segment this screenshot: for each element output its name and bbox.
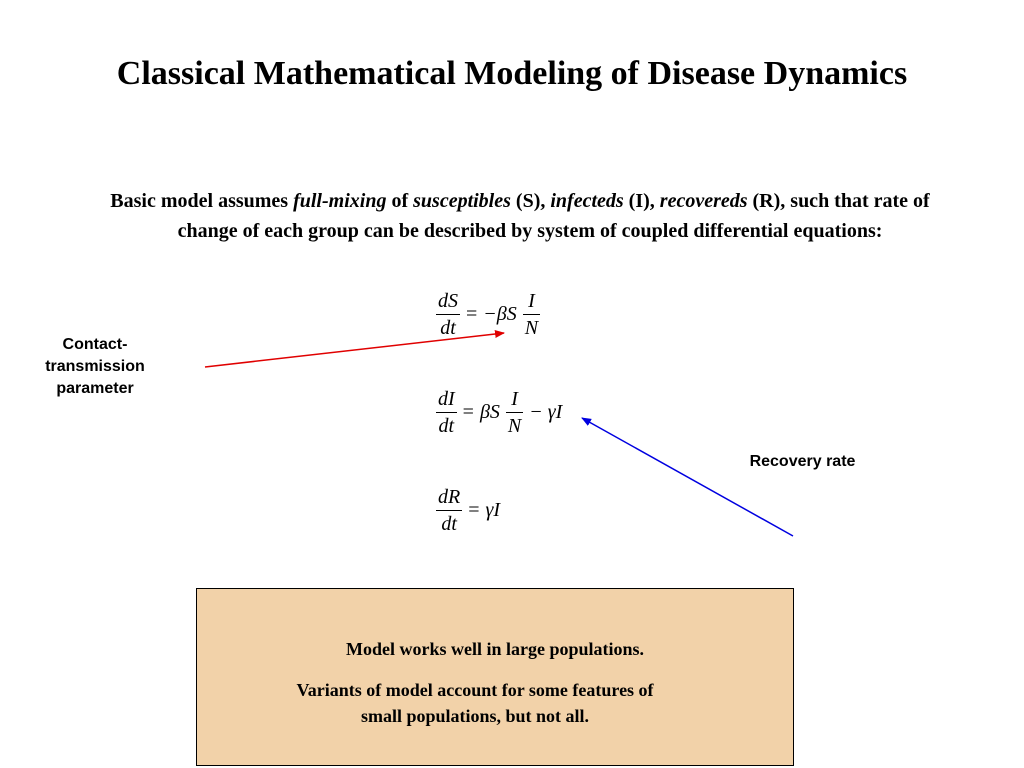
intro-paragraph: Basic model assumes full-mixing of susce… xyxy=(80,186,960,246)
summary-box: Model works well in large populations. V… xyxy=(196,588,794,766)
fraction-bar xyxy=(522,314,541,315)
fraction-bar xyxy=(436,412,457,413)
equation-susceptible: dS dt = −βS I N xyxy=(436,288,541,341)
fraction-numerator: dR xyxy=(438,486,461,508)
intro-text-5: (R), such that rate of change of each gr… xyxy=(177,190,930,242)
recovery-arrow xyxy=(581,417,794,537)
rhs-term: βS xyxy=(479,401,500,423)
fraction-denominator: dt xyxy=(438,415,455,437)
fraction-denominator: N xyxy=(507,415,522,437)
summary-line-2: Variants of model account for some featu… xyxy=(296,680,654,726)
intro-text-4: (I), xyxy=(623,190,660,212)
equals-sign: = xyxy=(462,401,474,423)
equals-sign: = xyxy=(468,499,480,521)
fraction-bar xyxy=(436,314,460,315)
i-over-n-fraction: I N xyxy=(522,288,541,341)
i-over-n-fraction: I N xyxy=(505,386,524,439)
fraction-denominator: dt xyxy=(441,513,457,535)
equals-sign: = xyxy=(466,303,478,325)
di-dt-fraction: dI dt xyxy=(436,386,457,439)
dr-dt-fraction: dR dt xyxy=(436,484,463,537)
intro-text-2: of xyxy=(386,190,414,212)
fraction-numerator: dS xyxy=(438,290,458,312)
term-recovereds: recovereds xyxy=(659,190,748,212)
term-full-mixing: full-mixing xyxy=(293,190,387,212)
fraction-numerator: dI xyxy=(438,388,455,410)
recovery-term: − γI xyxy=(529,401,563,423)
recovery-rate-label: Recovery rate xyxy=(749,453,856,470)
contact-arrow xyxy=(204,330,505,368)
term-infecteds: infecteds xyxy=(550,190,624,212)
intro-text-3: (S), xyxy=(510,190,551,212)
fraction-numerator: I xyxy=(511,388,518,410)
rhs-term: −βS xyxy=(483,303,517,325)
intro-text-1: Basic model assumes xyxy=(110,190,294,212)
summary-line-1: Model works well in large populations. xyxy=(345,639,645,659)
fraction-numerator: I xyxy=(528,290,535,312)
fraction-bar xyxy=(436,510,463,511)
rhs-term: γI xyxy=(485,499,501,521)
fraction-bar xyxy=(505,412,524,413)
equation-recovered: dR dt = γI xyxy=(436,484,500,537)
term-susceptibles: susceptibles xyxy=(413,190,511,212)
fraction-denominator: N xyxy=(524,317,539,339)
slide-title: Classical Mathematical Modeling of Disea… xyxy=(116,55,908,92)
contact-transmission-label: Contact-transmission parameter xyxy=(45,336,145,397)
ds-dt-fraction: dS dt xyxy=(436,288,460,341)
equation-infected: dI dt = βS I N − γI xyxy=(436,386,562,439)
fraction-denominator: dt xyxy=(440,317,456,339)
